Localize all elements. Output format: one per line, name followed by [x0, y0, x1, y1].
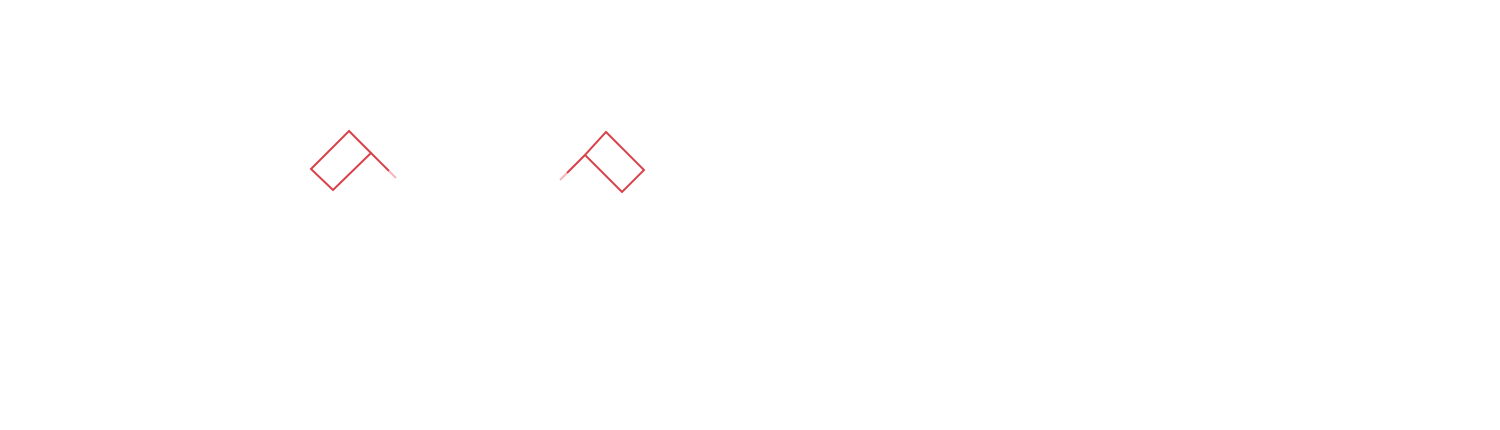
right-diamond-tail: [566, 154, 586, 174]
right-diamond-outline: [583, 130, 646, 194]
left-diamond-mark: [309, 129, 397, 192]
left-diamond-tail: [370, 152, 390, 172]
right-diamond-tail-fade: [559, 172, 568, 181]
right-diamond-mark: [559, 130, 646, 194]
left-diamond-tail-fade: [388, 170, 397, 179]
left-diamond-outline: [309, 129, 373, 192]
